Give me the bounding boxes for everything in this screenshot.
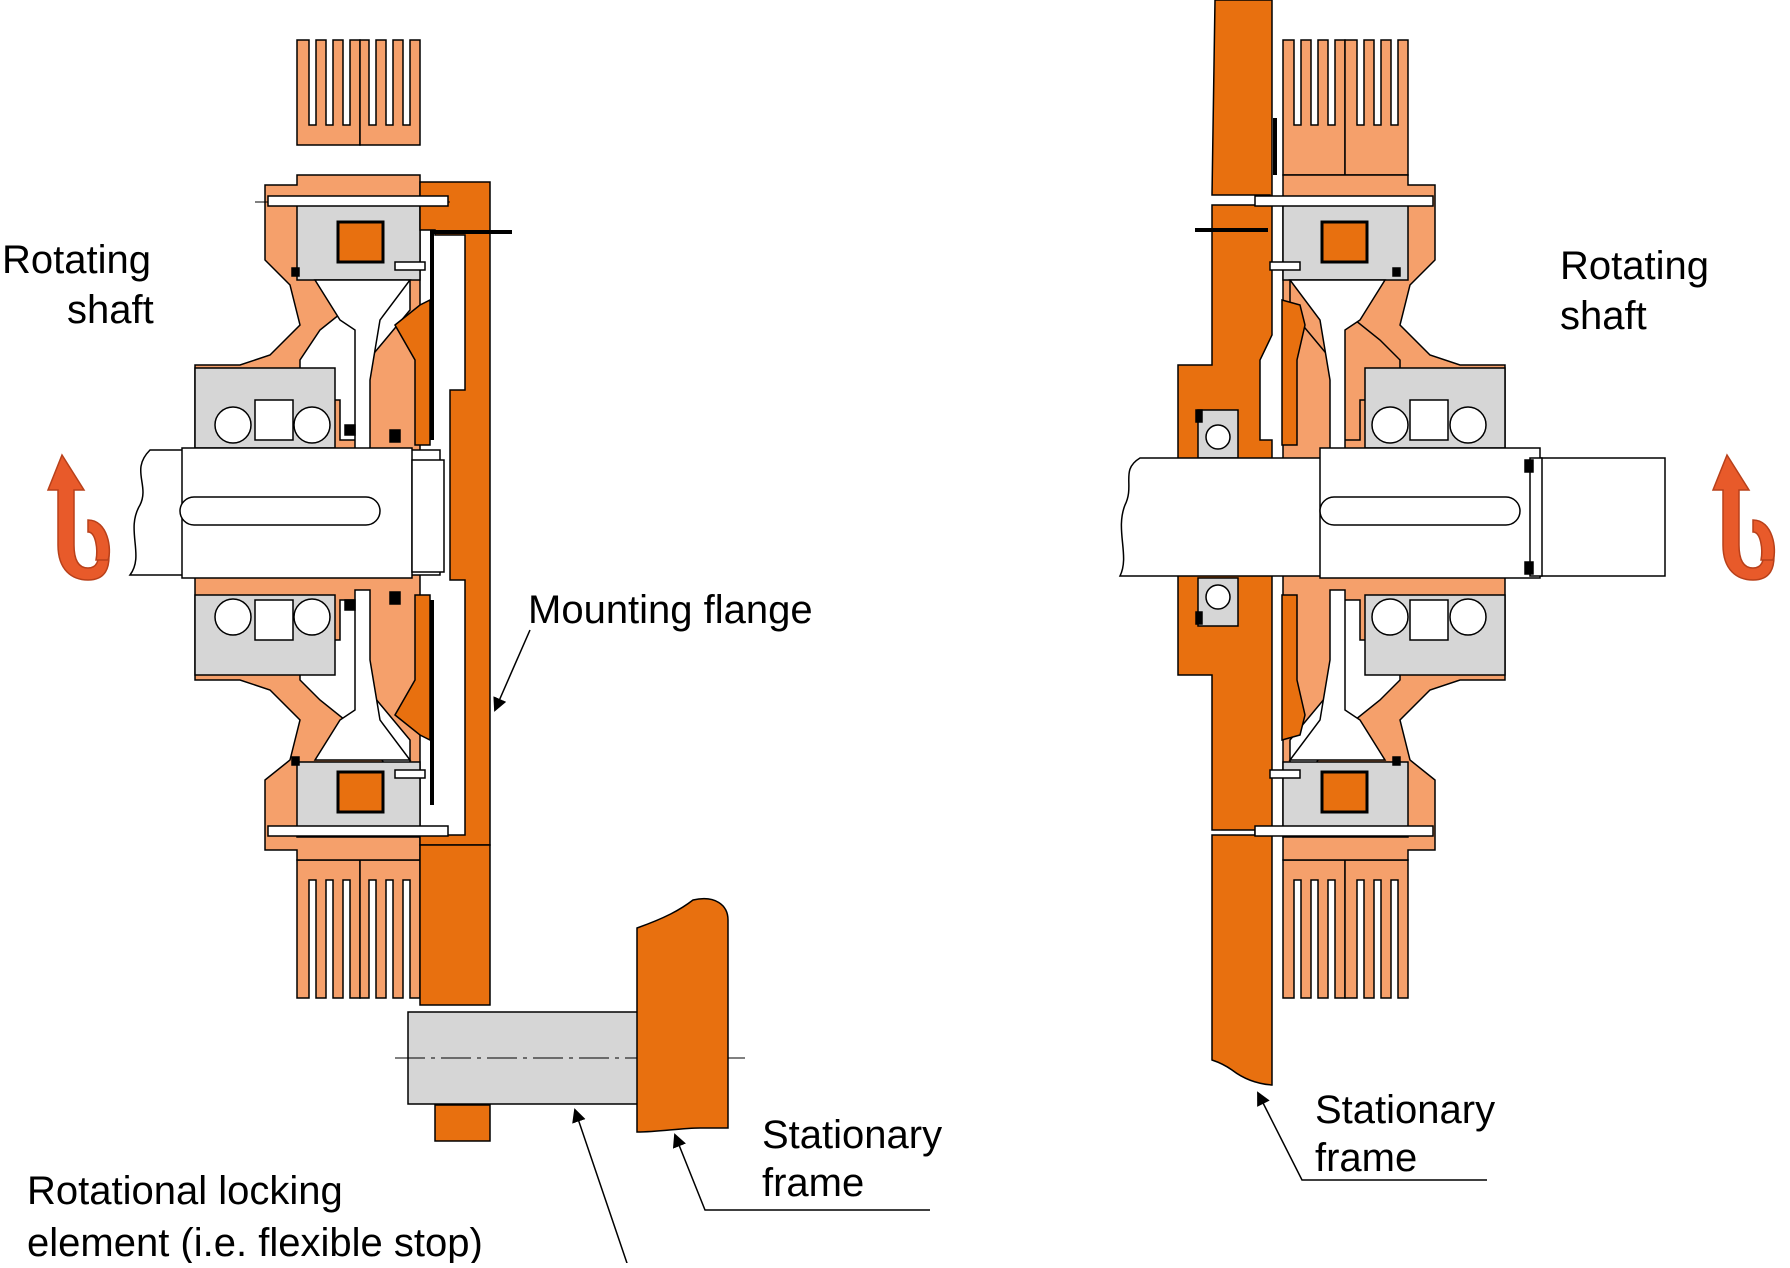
right-cooling-fins-top [1282, 39, 1409, 176]
right-assembly [1118, 0, 1666, 1086]
leader-mounting-flange [493, 629, 531, 712]
right-coil-top [1320, 220, 1369, 264]
left-stationary-frame-line2: frame [762, 1161, 864, 1205]
locking-element-line1: Rotational locking [27, 1169, 343, 1213]
locking-element-line2: element (i.e. flexible stop) [27, 1221, 483, 1263]
left-coil-top [336, 220, 385, 264]
leader-left-stationary-frame [672, 1133, 930, 1211]
leader-lines [493, 629, 1487, 1268]
left-stationary-frame [636, 898, 729, 1133]
left-cooling-fins-bottom [296, 859, 421, 999]
right-stationary-frame-line1: Stationary [1315, 1088, 1495, 1132]
right-rotating-shaft-line1: Rotating [1560, 244, 1709, 288]
leader-locking-element [572, 1108, 630, 1268]
left-stationary-frame-line1: Stationary [762, 1113, 942, 1157]
rotation-arrow-icon [46, 453, 111, 581]
left-rotating-shaft-line2: shaft [67, 288, 154, 332]
right-keyway [1319, 496, 1521, 526]
left-cooling-fins-top [296, 39, 421, 146]
rotation-arrow-icon [1711, 453, 1776, 581]
left-coil-bottom [336, 770, 385, 814]
leader-right-stationary-frame [1257, 1091, 1487, 1181]
right-armature [1281, 299, 1306, 446]
left-rotating-shaft-line1: Rotating [2, 238, 151, 282]
left-assembly [128, 39, 745, 1142]
right-coil-bottom [1320, 770, 1369, 814]
left-bolts [255, 195, 450, 837]
right-bolts [1195, 118, 1434, 837]
left-armature [394, 298, 431, 446]
labels: Rotating shaft Mounting flange Stationar… [2, 238, 1709, 1265]
right-rotating-shaft-line2: shaft [1560, 294, 1647, 338]
right-stationary-frame-line2: frame [1315, 1136, 1417, 1180]
right-cooling-fins-bottom [1282, 859, 1409, 999]
mounting-flange-label: Mounting flange [528, 588, 813, 632]
left-keyway [179, 496, 381, 526]
